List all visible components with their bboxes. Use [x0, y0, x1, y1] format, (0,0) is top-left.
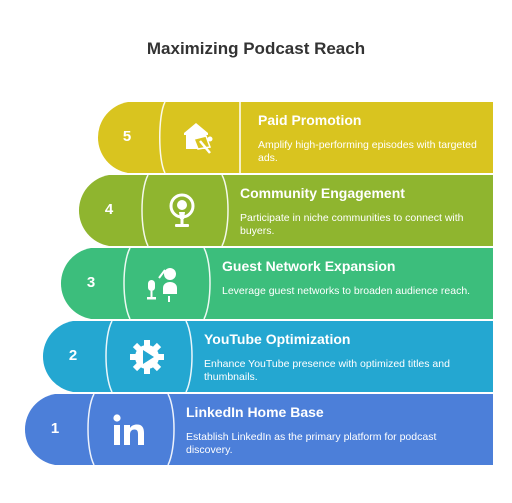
step-4-number: 4: [104, 201, 114, 218]
step-3-title: Guest Network Expansion: [222, 258, 396, 274]
podcast-microphone-icon: [169, 193, 195, 227]
play-gear-icon: [130, 340, 164, 374]
step-1-number: 1: [50, 420, 60, 437]
step-1-band: [24, 393, 493, 466]
step-2-description: Enhance YouTube presence with optimized …: [204, 358, 450, 383]
megaphone-icon: [184, 123, 213, 154]
guest-microphone-icon: [147, 268, 177, 302]
step-2-band: [42, 320, 493, 393]
diagram-title: Maximizing Podcast Reach: [146, 39, 366, 58]
step-2-number: 2: [68, 347, 78, 364]
step-4-band: [78, 174, 493, 247]
linkedin-icon: [113, 414, 144, 445]
step-5-number: 5: [122, 128, 132, 145]
step-1-title: LinkedIn Home Base: [186, 404, 324, 420]
step-1-description: Establish LinkedIn as the primary platfo…: [186, 431, 437, 456]
step-2-title: YouTube Optimization: [204, 331, 351, 347]
step-5-band: [97, 101, 493, 174]
step-4-description: Participate in niche communities to conn…: [240, 212, 464, 237]
step-5-description: Amplify high-performing episodes with ta…: [258, 139, 477, 164]
step-3-number: 3: [86, 274, 96, 291]
step-4-title: Community Engagement: [240, 185, 405, 201]
step-5-title: Paid Promotion: [258, 112, 362, 128]
step-3-description: Leverage guest networks to broaden audie…: [222, 285, 471, 297]
